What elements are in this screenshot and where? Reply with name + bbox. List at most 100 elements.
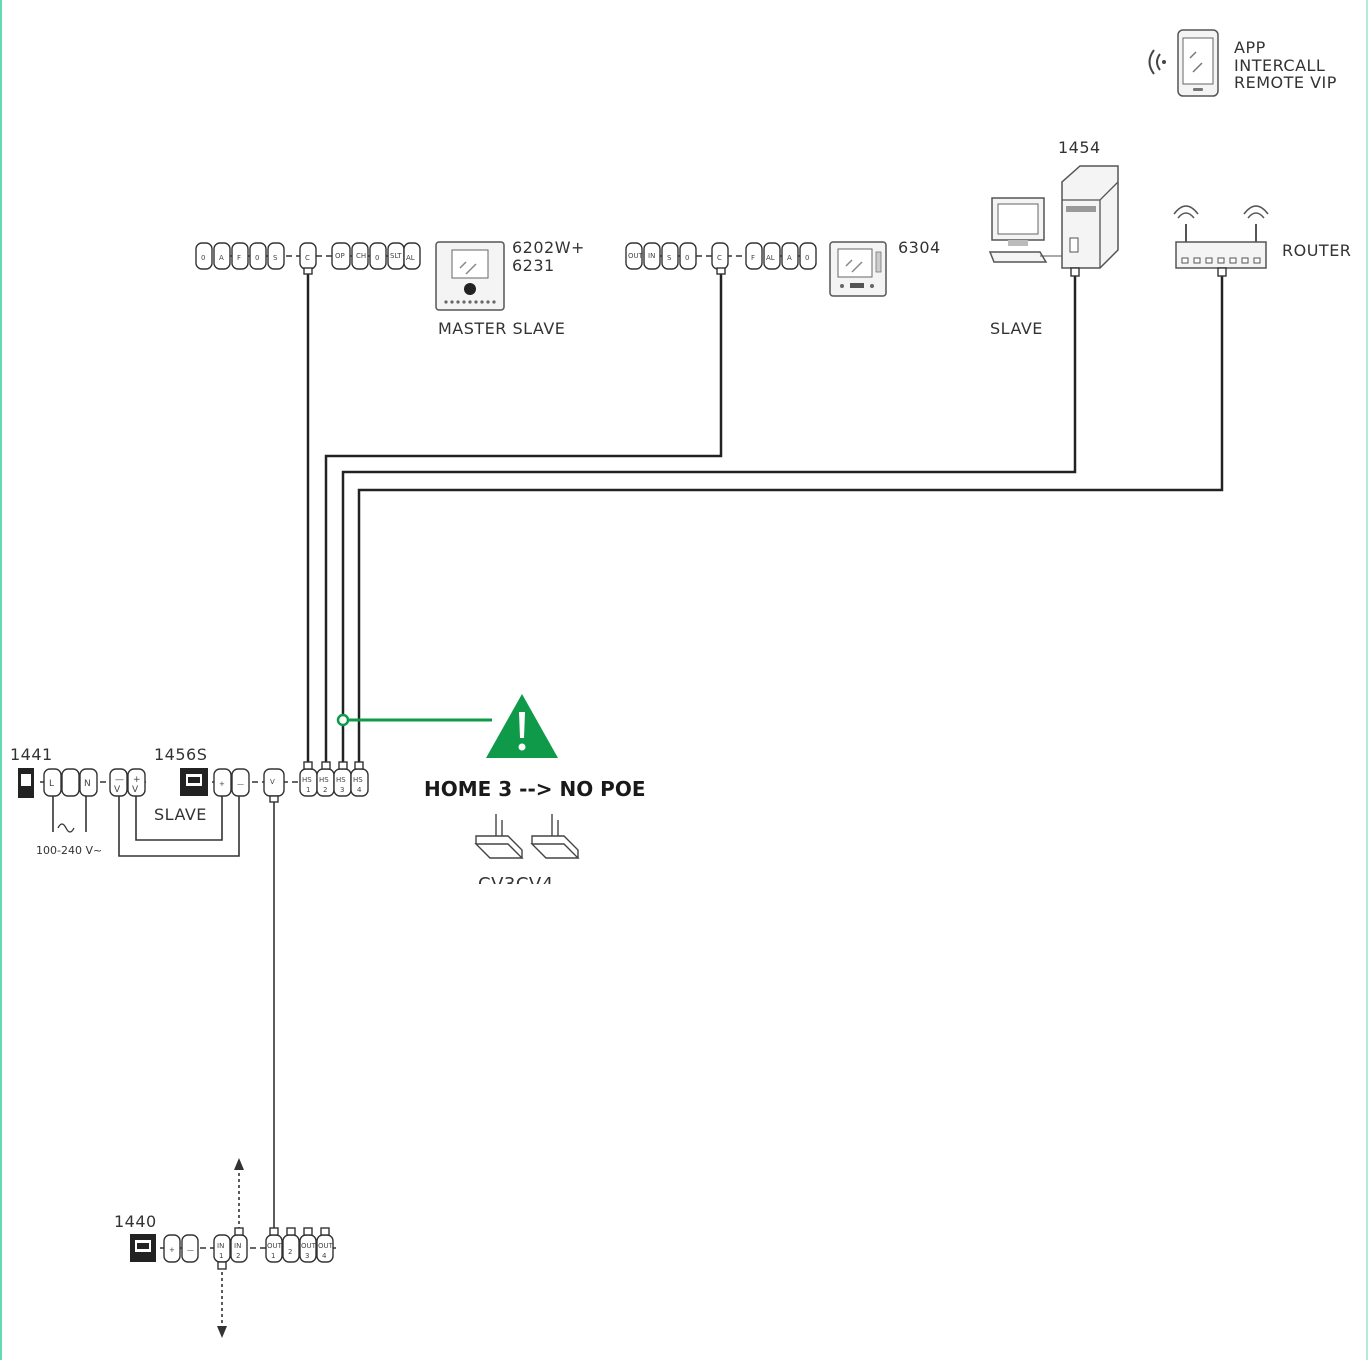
switch-code-label: 1456S bbox=[154, 745, 207, 764]
cable-icon bbox=[474, 814, 580, 859]
svg-text:0: 0 bbox=[685, 254, 689, 262]
router-icon bbox=[1173, 205, 1269, 269]
svg-text:3: 3 bbox=[305, 1252, 309, 1260]
svg-text:1: 1 bbox=[306, 786, 310, 794]
wire-psu-plus bbox=[135, 796, 223, 841]
right-edge-line bbox=[1366, 0, 1368, 1360]
svg-text:HS: HS bbox=[353, 776, 363, 784]
svg-text:F: F bbox=[237, 254, 241, 262]
svg-text:+: + bbox=[219, 780, 225, 788]
svg-text:OP: OP bbox=[335, 252, 345, 260]
monitor1-code1-label: 6202W+ bbox=[512, 238, 585, 257]
svg-text:4: 4 bbox=[322, 1252, 327, 1260]
svg-text:0: 0 bbox=[805, 254, 809, 262]
monitor-icon bbox=[435, 241, 505, 311]
arrow-up-icon bbox=[234, 1158, 244, 1170]
pc-port bbox=[1070, 267, 1080, 277]
svg-text:—: — bbox=[187, 1246, 194, 1254]
smartphone-icon bbox=[1177, 29, 1219, 97]
svg-text:OUT: OUT bbox=[318, 1242, 334, 1250]
svg-text:V: V bbox=[270, 778, 275, 786]
svg-text:HS: HS bbox=[319, 776, 329, 784]
svg-text:—: — bbox=[115, 775, 124, 785]
svg-text:HS: HS bbox=[302, 776, 312, 784]
wiring bbox=[52, 272, 1224, 1338]
svg-text:S: S bbox=[667, 254, 672, 262]
svg-text:IN: IN bbox=[648, 252, 655, 260]
psu-code-label: 1441 bbox=[10, 745, 53, 764]
svg-text:2: 2 bbox=[236, 1252, 240, 1260]
monitor-icon bbox=[829, 241, 887, 297]
svg-text:2: 2 bbox=[288, 1248, 292, 1256]
psu-1441: 1441 L N — V + V 100-240 V~ bbox=[10, 745, 150, 857]
svg-text:AL: AL bbox=[766, 254, 775, 262]
svg-text:A: A bbox=[219, 254, 224, 262]
monitor1-code2-label: 6231 bbox=[512, 256, 555, 275]
svg-text:0: 0 bbox=[201, 254, 205, 262]
svg-text:0: 0 bbox=[375, 254, 379, 262]
svg-text:0: 0 bbox=[255, 254, 259, 262]
svg-text:1: 1 bbox=[271, 1252, 275, 1260]
router-port bbox=[1217, 267, 1227, 277]
svg-text:+: + bbox=[169, 1246, 175, 1254]
svg-text:CH: CH bbox=[356, 252, 366, 260]
wire-psu-minus bbox=[118, 796, 240, 857]
arrow-down-icon bbox=[217, 1326, 227, 1338]
svg-text:+: + bbox=[133, 775, 141, 785]
svg-text:AL: AL bbox=[406, 254, 415, 262]
svg-text:V: V bbox=[114, 785, 121, 795]
svg-text:IN: IN bbox=[234, 1242, 241, 1250]
svg-text:3: 3 bbox=[340, 786, 344, 794]
svg-text:C: C bbox=[717, 254, 722, 262]
svg-text:1: 1 bbox=[219, 1252, 223, 1260]
svg-text:OUT: OUT bbox=[628, 252, 644, 260]
svg-text:OUT: OUT bbox=[267, 1242, 283, 1250]
pc-1454: 1454 SLAVE bbox=[988, 138, 1119, 338]
module-code-label: 1440 bbox=[114, 1212, 157, 1231]
left-edge-line bbox=[0, 0, 2, 1360]
switch-icon bbox=[180, 768, 208, 796]
switch-role-label: SLAVE bbox=[154, 805, 207, 824]
monitor-6304: 6304 bbox=[829, 238, 941, 297]
psu-voltage-label: 100-240 V~ bbox=[36, 844, 102, 857]
app-label-line1: APP bbox=[1234, 38, 1266, 57]
monitor-6202w: 6202W+ 6231 MASTER SLAVE bbox=[435, 238, 585, 338]
svg-text:N: N bbox=[84, 779, 91, 789]
ac-symbol-icon bbox=[57, 823, 75, 833]
svg-text:—: — bbox=[237, 780, 244, 788]
wifi-icon bbox=[1148, 49, 1166, 75]
warning-pointer-dot bbox=[336, 713, 350, 727]
wire-router-hs4 bbox=[357, 272, 1224, 768]
svg-text:2: 2 bbox=[323, 786, 327, 794]
computer-icon bbox=[988, 165, 1119, 269]
svg-text:C: C bbox=[305, 254, 310, 262]
app-label-line3: REMOTE VIP bbox=[1234, 73, 1337, 92]
router: ROUTER bbox=[1173, 205, 1351, 277]
warning-note: HOME 3 --> NO POE CV3CV4 bbox=[336, 694, 646, 896]
psu-icon bbox=[18, 768, 34, 798]
switch-1456s: 1456S + — V HS 1 HS 2 HS 3 HS 4 bbox=[154, 745, 370, 824]
svg-text:F: F bbox=[751, 254, 755, 262]
svg-text:A: A bbox=[787, 254, 792, 262]
svg-text:SLT: SLT bbox=[390, 252, 402, 260]
svg-text:IN: IN bbox=[217, 1242, 224, 1250]
app-label-line2: INTERCALL bbox=[1234, 56, 1325, 75]
wire-monitor2-hs2 bbox=[324, 272, 723, 768]
monitor1-terminal-strip: 0 A F 0 S C OP CH 0 SLT AL bbox=[195, 242, 421, 275]
module-1440: 1440 + — IN 1 IN 2 OUT 1 2 OUT bbox=[114, 1212, 336, 1270]
router-label: ROUTER bbox=[1282, 241, 1351, 260]
svg-text:OUT: OUT bbox=[301, 1242, 317, 1250]
monitor2-terminal-strip: OUT IN S 0 C F AL A 0 bbox=[625, 242, 817, 275]
pc-code-label: 1454 bbox=[1058, 138, 1101, 157]
svg-text:S: S bbox=[273, 254, 278, 262]
svg-text:HS: HS bbox=[336, 776, 346, 784]
warning-triangle-icon bbox=[486, 694, 558, 758]
monitor2-code-label: 6304 bbox=[898, 238, 941, 257]
monitor1-role-label: MASTER SLAVE bbox=[438, 319, 565, 338]
svg-text:V: V bbox=[132, 785, 139, 795]
module-icon bbox=[130, 1234, 156, 1262]
wire-pc-hs3 bbox=[341, 272, 1077, 768]
svg-text:L: L bbox=[49, 779, 54, 789]
